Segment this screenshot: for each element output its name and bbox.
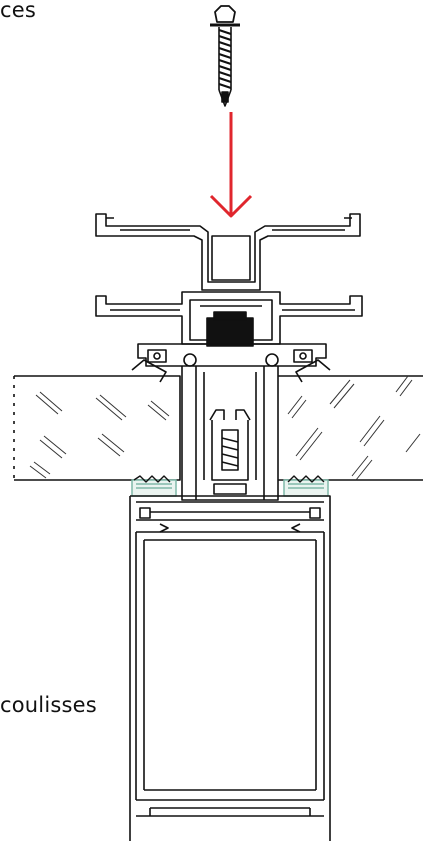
- top-cap-profile: [95, 213, 361, 291]
- mullion-core: [181, 366, 279, 501]
- pressure-plate: [131, 343, 331, 383]
- bottom-seals: [131, 479, 329, 497]
- top-label-fragment: ces: [0, 0, 37, 22]
- screw-icon: [210, 5, 240, 107]
- lower-frame-profile: [129, 495, 331, 841]
- gasket-block: [206, 311, 254, 347]
- bottom-label-fragment: coulisses: [0, 693, 97, 717]
- lower-cap-profile: [95, 291, 363, 345]
- down-arrow-icon: [209, 112, 253, 218]
- left-glass-pane: [13, 375, 181, 481]
- right-glass-pane: [278, 375, 423, 481]
